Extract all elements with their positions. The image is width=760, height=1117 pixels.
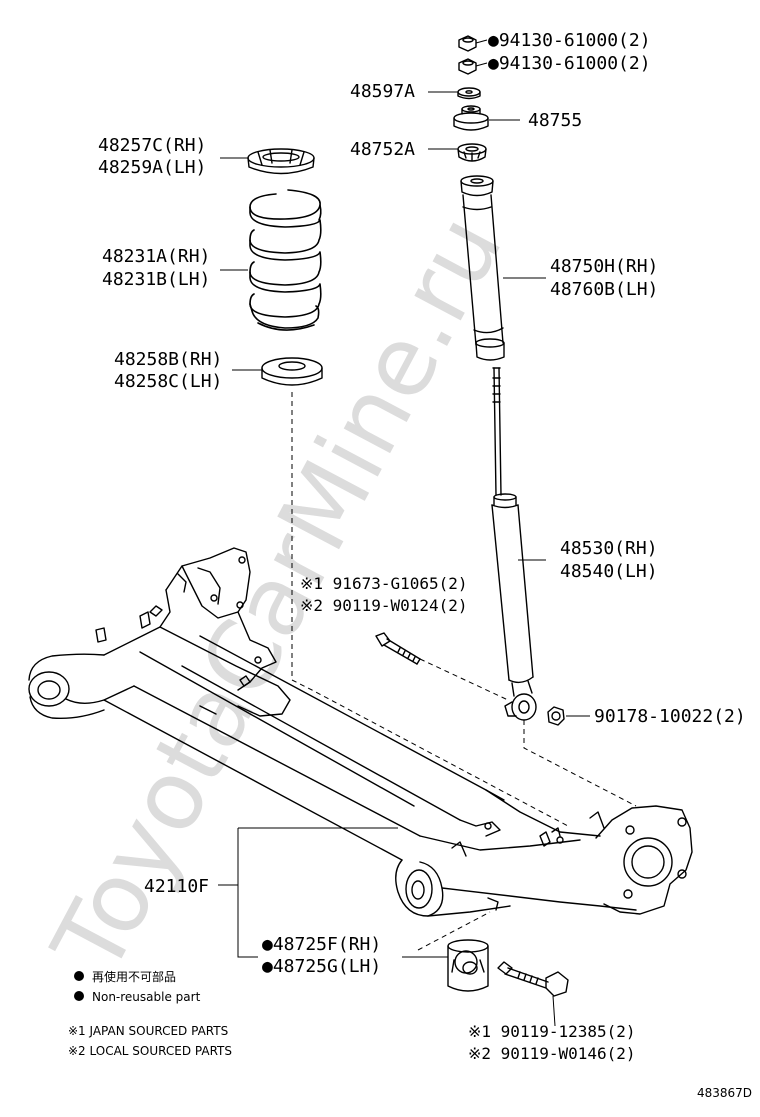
washer-part <box>457 87 481 100</box>
dashed-lines <box>291 392 637 951</box>
label-nut-shock: 90178-10022(2) <box>594 706 746 727</box>
label-spring-lh: 48231B(LH) <box>102 269 210 290</box>
label-spring-rh: 48231A(RH) <box>102 246 210 267</box>
coil-spring-part <box>249 189 322 331</box>
label-insulator-upper-rh: 48257C(RH) <box>98 135 206 156</box>
label-support: 48755 <box>528 110 582 131</box>
label-bolt-beam-1: ※1 90119-12385(2) <box>468 1022 636 1041</box>
insulator-lower-part <box>261 357 323 386</box>
spacer-part <box>457 143 487 162</box>
label-spacer: 48752A <box>350 139 415 160</box>
beam-bushing-part <box>447 939 489 992</box>
label-bolt-shock-2: ※2 90119-W0124(2) <box>300 596 468 615</box>
label-boot-lh: 48760B(LH) <box>550 279 658 300</box>
legend-dot-en <box>74 991 84 1001</box>
label-boot-rh: 48750H(RH) <box>550 256 658 277</box>
legend-japan-sourced: ※1 JAPAN SOURCED PARTS <box>68 1024 228 1038</box>
label-absorber-rh: 48530(RH) <box>560 538 658 559</box>
legend-dot-jp <box>74 971 84 981</box>
shock-absorber-part <box>491 367 537 721</box>
figure-id: 483867D <box>697 1086 752 1100</box>
insulator-upper-part <box>247 148 315 175</box>
beam-bolt-part <box>497 961 569 997</box>
label-insulator-lower-lh: 48258C(LH) <box>114 371 222 392</box>
nut-lower-part <box>458 58 477 75</box>
label-bushing-lh: ●48725G(LH) <box>262 956 381 977</box>
axle-beam-part <box>28 547 693 917</box>
label-beam: 42110F <box>144 876 209 897</box>
nut-upper-part <box>458 35 477 52</box>
label-bolt-shock-1: ※1 91673-G1065(2) <box>300 574 468 593</box>
legend-non-reusable-jp: 再使用不可部品 <box>92 969 176 984</box>
label-insulator-lower-rh: 48258B(RH) <box>114 349 222 370</box>
label-absorber-lh: 48540(LH) <box>560 561 658 582</box>
label-bushing-rh: ●48725F(RH) <box>262 934 381 955</box>
legend-non-reusable-en: Non-reusable part <box>92 990 201 1004</box>
boot-part <box>460 175 505 361</box>
support-part <box>453 105 489 131</box>
label-nut-lower: ●94130-61000(2) <box>488 53 651 74</box>
shock-nut-part <box>547 706 565 726</box>
label-washer: 48597A <box>350 81 415 102</box>
leader-lines <box>218 39 590 1027</box>
legend-local-sourced: ※2 LOCAL SOURCED PARTS <box>68 1044 232 1058</box>
label-nut-upper: ●94130-61000(2) <box>488 30 651 51</box>
shock-bolt-part <box>375 632 421 665</box>
label-insulator-upper-lh: 48259A(LH) <box>98 157 206 178</box>
label-bolt-beam-2: ※2 90119-W0146(2) <box>468 1044 636 1063</box>
